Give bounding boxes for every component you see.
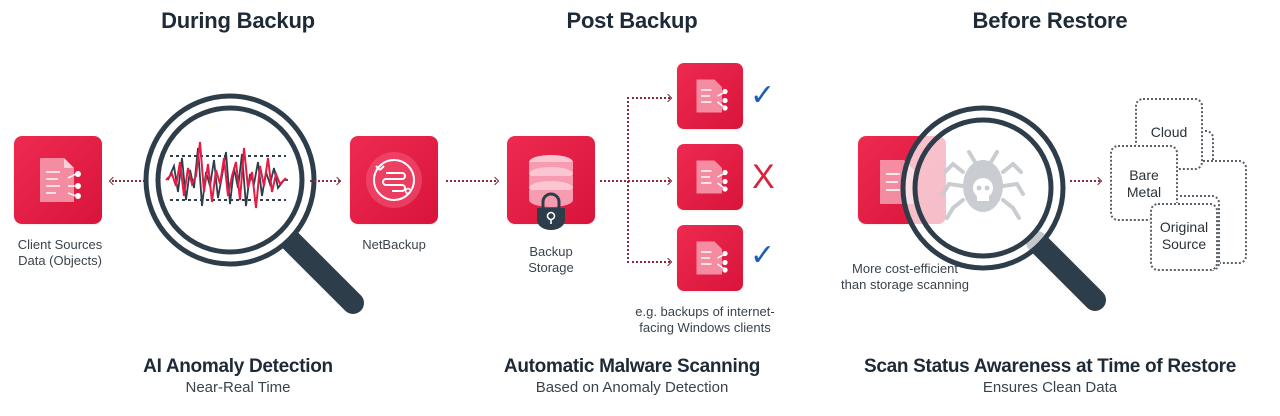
client-sources-label-line1: Client Sources [17,237,103,252]
caption-automatic-malware-scanning: Automatic Malware Scanning [503,356,761,377]
backup-storage-label: Backup Storage [491,244,611,276]
connector-scan-to-targets [1070,180,1100,182]
backup-storage-label-line1: Backup [529,244,573,259]
scan-result-3-tile [677,225,743,291]
restore-target-original-source-label-line1: Original [1159,219,1209,235]
caption-ensures-clean-data: Ensures Clean Data [982,379,1118,396]
magnifier-rim-outer [143,93,317,267]
scan-result-2-tile [677,144,743,210]
before-restore-note-line2: than storage scanning [841,277,969,292]
connector-to-result-1 [627,97,670,99]
connector-to-result-3 [627,261,670,263]
document-icon [696,241,728,275]
restore-target-original-source[interactable]: Original Source [1150,203,1218,271]
database-lock-icon [529,155,573,230]
restore-target-bare-metal-label-line1: Bare [1129,167,1159,183]
before-restore-note: More cost-efficient than storage scannin… [830,261,980,293]
magnifier-restore-scan [900,105,1106,311]
restore-target-cloud-label: Cloud [1150,124,1188,140]
connector-netbackup-to-storage [446,180,496,182]
connector-client-to-scan [112,180,148,182]
client-sources-label: Client Sources Data (Objects) [0,237,120,269]
document-icon [696,160,728,194]
caption-near-real-time: Near-Real Time [185,379,291,396]
arrow-left-icon [108,176,118,186]
caption-based-on-anomaly-detection: Based on Anomaly Detection [535,379,729,396]
post-backup-note: e.g. backups of internet- facing Windows… [610,304,800,336]
connector-scan-to-netbackup [310,180,340,182]
magnifier-handle [277,227,364,314]
post-backup-note-line2: facing Windows clients [639,320,771,335]
heading-post-backup: Post Backup [566,8,698,33]
connector-storage-to-result-2 [600,180,670,182]
document-icon [696,79,728,113]
backup-storage-tile [507,136,595,230]
arrow-right-icon [490,176,500,186]
caption-ai-anomaly-detection: AI Anomaly Detection [143,356,333,377]
magnifier-rim-inner [912,117,1054,259]
malware-bug-icon [941,150,1025,220]
netbackup-tile [350,136,438,224]
infected-x-icon: X [752,158,775,196]
clean-check-icon: ✓ [750,79,776,112]
before-restore-note-line1: More cost-efficient [852,261,958,276]
post-backup-note-line1: e.g. backups of internet- [635,304,775,319]
waveform-red [165,141,287,209]
caption-scan-status-awareness: Scan Status Awareness at Time of Restore [863,356,1237,377]
clean-check-icon: ✓ [750,239,776,272]
heading-before-restore: Before Restore [972,8,1128,33]
scan-result-1-tile [677,63,743,129]
connector-branch-vertical [627,97,629,263]
netbackup-label: NetBackup [362,237,426,252]
document-icon [40,158,81,202]
magnifier-anomaly-detection [143,93,364,314]
restore-target-original-source-label-line2: Source [1161,236,1207,252]
heading-during-backup: During Backup [161,8,315,33]
client-sources-label-line2: Data (Objects) [18,253,102,268]
client-sources-tile [14,136,102,224]
netbackup-icon [366,152,422,208]
arrow-right-icon [663,257,673,267]
arrow-right-icon [663,176,673,186]
magnifier-handle [1026,231,1106,311]
backup-storage-label-line2: Storage [528,260,574,275]
magnifier-rim-inner [155,105,305,255]
restore-target-bare-metal-label-line2: Metal [1126,184,1162,200]
arrow-right-icon [663,93,673,103]
